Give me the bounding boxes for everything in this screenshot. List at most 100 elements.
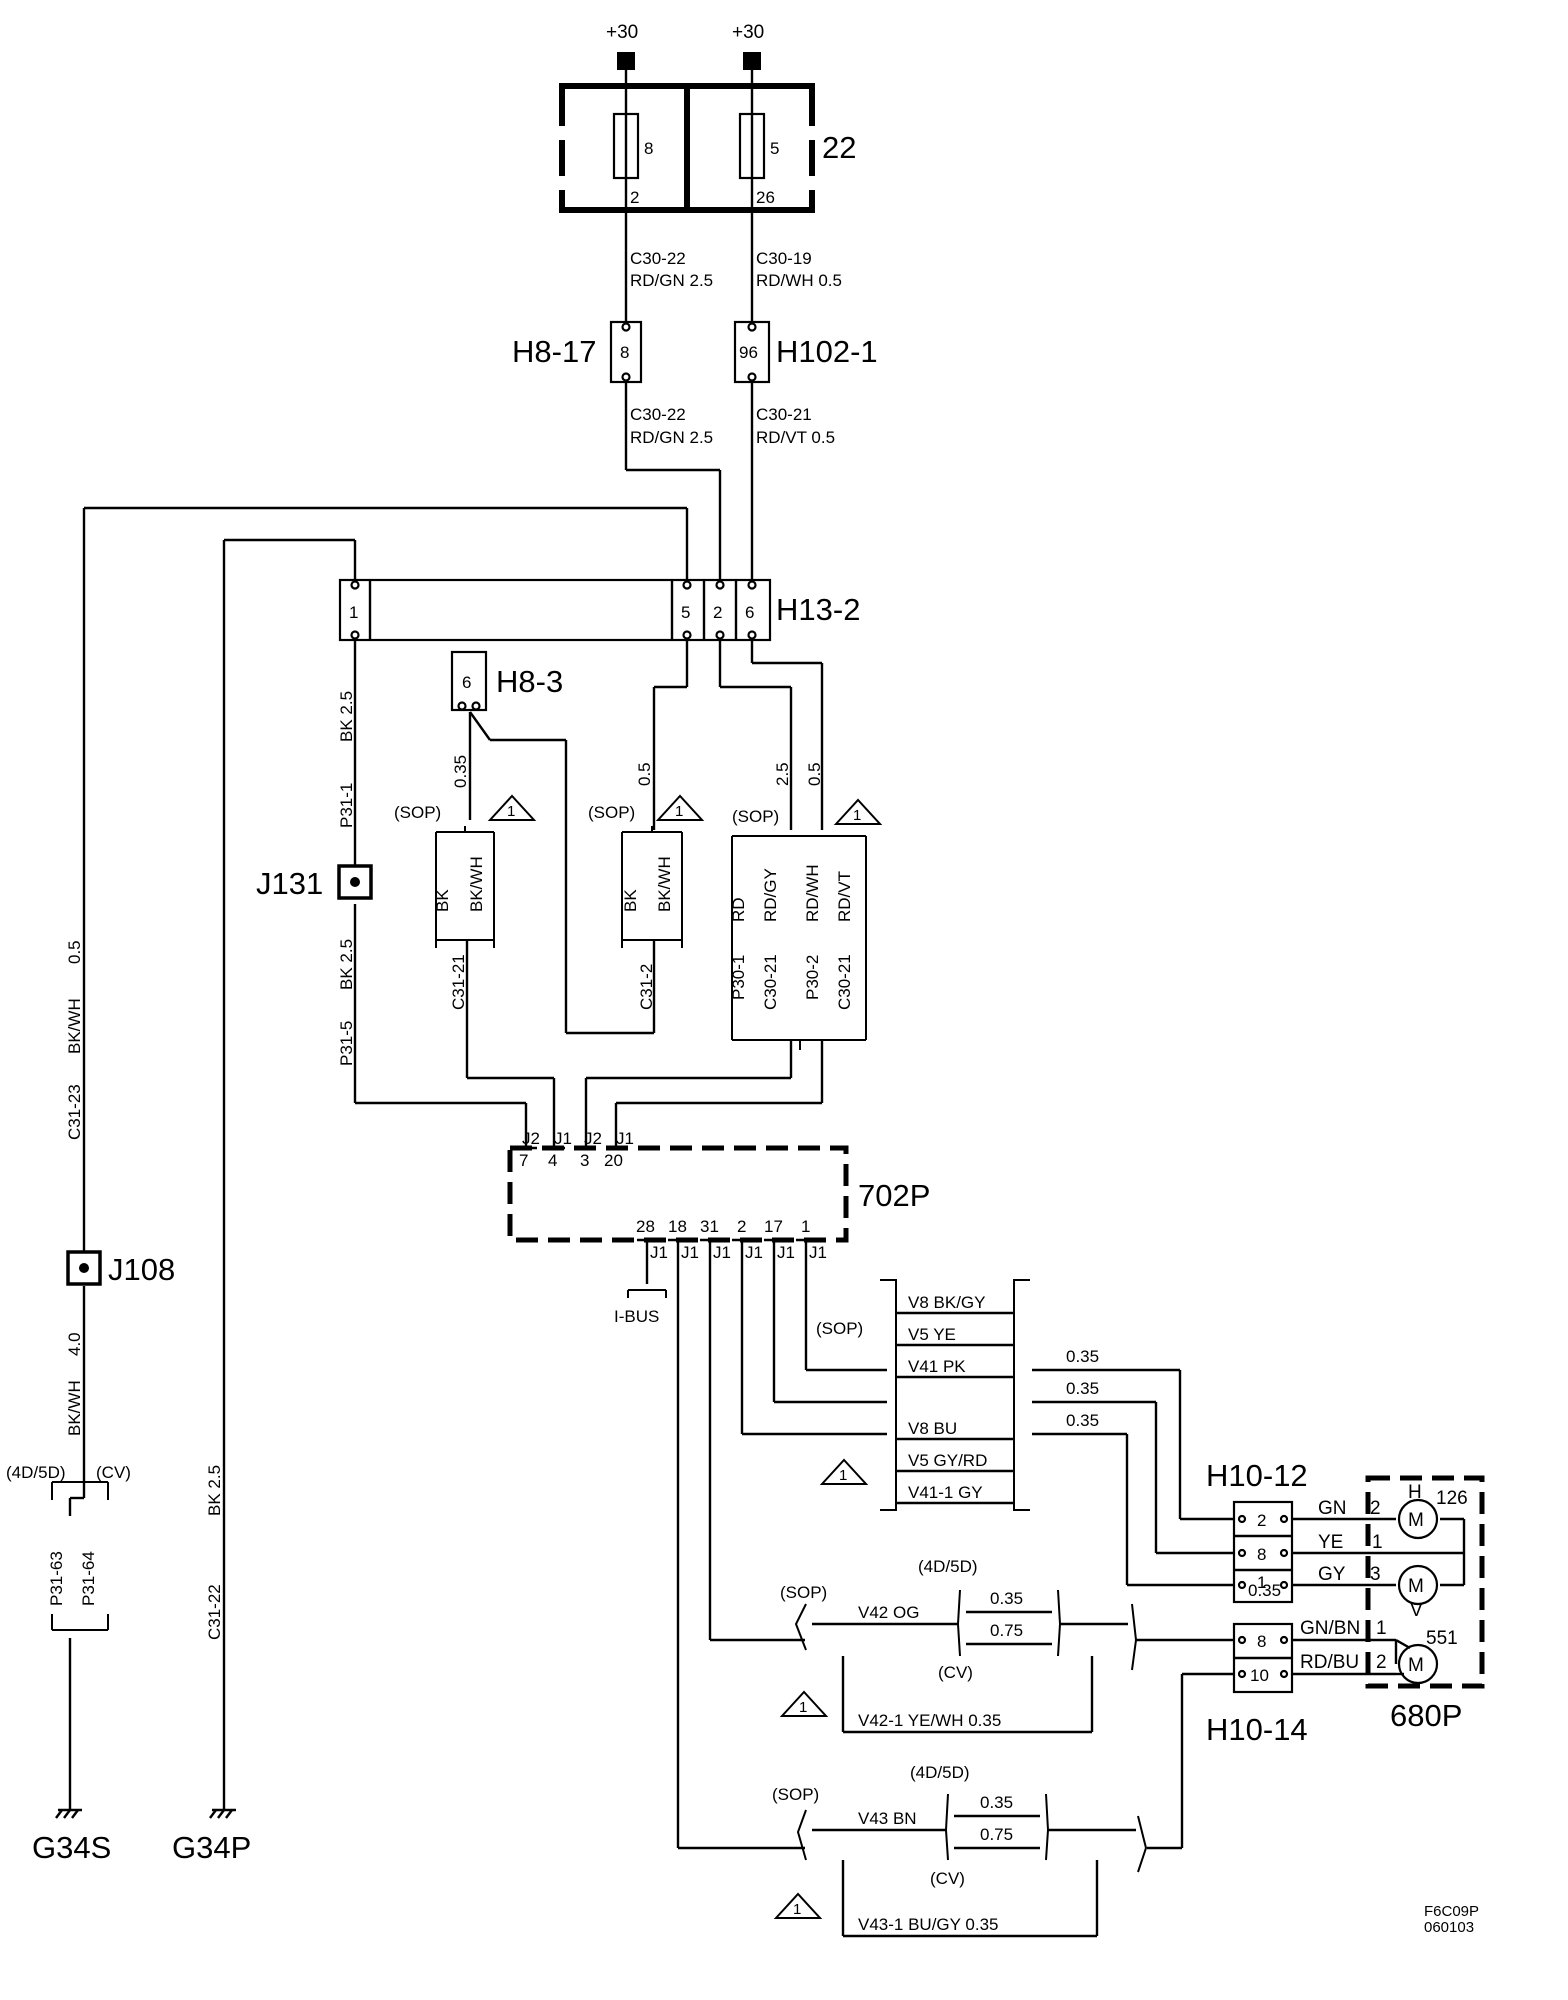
wire-top-right-3: C30-21 <box>756 405 812 424</box>
vl-c31-22: C31-22 <box>205 1584 224 1640</box>
bottom-pin-31: 31 <box>700 1217 719 1236</box>
wire-size-a: 0.35 <box>1066 1347 1099 1366</box>
connector-h8-3 <box>450 650 488 712</box>
vl-p31-5: P31-5 <box>337 1021 356 1066</box>
connector-h13-2 <box>338 578 772 642</box>
vl-bk25-c: BK 2.5 <box>205 1465 224 1516</box>
ground-g34s-symbol <box>55 1808 82 1819</box>
vl-c31-23: C31-23 <box>65 1084 84 1140</box>
wire-size-c: 0.35 <box>1066 1411 1099 1430</box>
left-option-cv: (CV) <box>96 1463 131 1482</box>
vl-mid-05: 0.5 <box>635 762 654 786</box>
wire-top-right-2: RD/WH 0.5 <box>756 271 842 290</box>
pin-dots <box>350 322 757 711</box>
sop-label-b: (SOP) <box>588 803 635 822</box>
vl-bk25-a: BK 2.5 <box>337 691 356 742</box>
wire-top-right-1: C30-19 <box>756 249 812 268</box>
triangle-5: 1 <box>799 1699 807 1716</box>
wire-top-left-4: RD/GN 2.5 <box>630 428 713 447</box>
h13-2-pin-1: 1 <box>349 603 358 622</box>
wire-top-left-3: C30-22 <box>630 405 686 424</box>
h10-14-pin-10: 10 <box>1250 1666 1269 1685</box>
ground-g34p: G34P <box>172 1830 251 1865</box>
h10-12-pin-2: 2 <box>1257 1511 1266 1530</box>
v42-cv: (CV) <box>938 1663 973 1682</box>
figure-code-2: 060103 <box>1424 1919 1474 1936</box>
vl-rdvt: RD/VT <box>835 871 854 922</box>
motor-551-id: 551 <box>1426 1628 1458 1649</box>
vl-bkwh-b: BK/WH <box>655 856 674 912</box>
mirror-pin-1: 1 <box>1372 1532 1383 1553</box>
junction-j131-dot <box>350 877 360 887</box>
vl-r05: 0.5 <box>805 762 824 786</box>
bottom-pin-1: 1 <box>801 1217 810 1236</box>
connector-h10-14-label: H10-14 <box>1206 1712 1308 1747</box>
variant-v5-gyrd: V5 GY/RD <box>908 1451 987 1470</box>
figure-code-1: F6C09P <box>1424 1903 1479 1920</box>
vl-rdgy: RD/GY <box>761 868 780 922</box>
fuse-pin-left: 2 <box>630 188 639 207</box>
v42-size-1: 0.35 <box>990 1589 1023 1608</box>
module-702p-label: 702P <box>858 1178 930 1213</box>
connector-h10-14 <box>1232 1622 1294 1694</box>
vl-bk-a: BK <box>433 889 452 912</box>
vl-bk-b: BK <box>621 889 640 912</box>
motor-551-m: M <box>1408 1655 1424 1676</box>
v42-alt: V42-1 YE/WH 0.35 <box>858 1711 1001 1730</box>
junction-j108-dot <box>79 1263 89 1273</box>
vl-bkwh-l2: BK/WH <box>65 1380 84 1436</box>
power-label-right: +30 <box>732 22 764 43</box>
fuse-box-22 <box>556 83 818 213</box>
vl-p31-63: P31-63 <box>47 1551 66 1606</box>
junction-j108-label: J108 <box>108 1252 175 1287</box>
motor-551-pin-2: 2 <box>1376 1652 1387 1673</box>
triangle-1: 1 <box>507 803 515 820</box>
mirror-wire-gn: GN <box>1318 1498 1347 1519</box>
bottom-jack-4: J1 <box>745 1243 763 1262</box>
ground-g34p-symbol <box>209 1808 236 1819</box>
fuse-number-left: 8 <box>644 139 653 158</box>
motor-551 <box>1397 1643 1439 1685</box>
vl-left-40: 4.0 <box>65 1332 84 1356</box>
wire-top-right-4: RD/VT 0.5 <box>756 428 835 447</box>
variant-v8-bkgy: V8 BK/GY <box>908 1293 985 1312</box>
vl-r25: 2.5 <box>773 762 792 786</box>
vl-p30-1: P30-1 <box>729 955 748 1000</box>
triangle-2: 1 <box>675 803 683 820</box>
warning-triangles <box>487 794 883 1919</box>
v42-size-2: 0.75 <box>990 1621 1023 1640</box>
v42-option: (4D/5D) <box>918 1557 978 1576</box>
harness-brackets <box>51 826 1148 1873</box>
motor-551-wire-rdbu: RD/BU <box>1300 1652 1359 1673</box>
h13-2-pin-5: 5 <box>681 603 690 622</box>
vl-left-05: 0.5 <box>65 940 84 964</box>
connector-h10-12-label: H10-12 <box>1206 1458 1308 1493</box>
v43-cv: (CV) <box>930 1869 965 1888</box>
v43-size-1: 0.35 <box>980 1793 1013 1812</box>
connector-h102-1-pin: 96 <box>739 343 758 362</box>
triangle-3: 1 <box>853 807 861 824</box>
bottom-jack-6: J1 <box>809 1243 827 1262</box>
vl-rd: RD <box>729 897 748 922</box>
fuse-box-id: 22 <box>822 130 856 165</box>
motor-h <box>1397 1498 1439 1540</box>
h10-12-pin-1: 1 <box>1257 1573 1266 1592</box>
connector-h102-1-label: H102-1 <box>776 334 878 369</box>
connector-h8-17-pin: 8 <box>620 343 629 362</box>
vertical-labels: BK 2.5 P31-1 BK 2.5 P31-5 0.35 BK BK/WH … <box>47 691 854 1640</box>
connector-h13-2-label: H13-2 <box>776 592 860 627</box>
module-680p-label: 680P <box>1390 1698 1462 1733</box>
vl-c31-2: C31-2 <box>637 964 656 1010</box>
bottom-jack-3: J1 <box>713 1243 731 1262</box>
variant-v5-ye: V5 YE <box>908 1325 956 1344</box>
top-jack-3: J2 <box>584 1129 602 1148</box>
sop-label-d: (SOP) <box>816 1319 863 1338</box>
mirror-pin-3: 3 <box>1370 1564 1381 1585</box>
v43-label: V43 BN <box>858 1809 917 1828</box>
mirror-v-label: V <box>1410 1600 1423 1621</box>
motor-v-m: M <box>1408 1576 1424 1597</box>
top-jack-1: J2 <box>522 1129 540 1148</box>
motor-551-pin-1: 1 <box>1376 1618 1387 1639</box>
v43-option: (4D/5D) <box>910 1763 970 1782</box>
